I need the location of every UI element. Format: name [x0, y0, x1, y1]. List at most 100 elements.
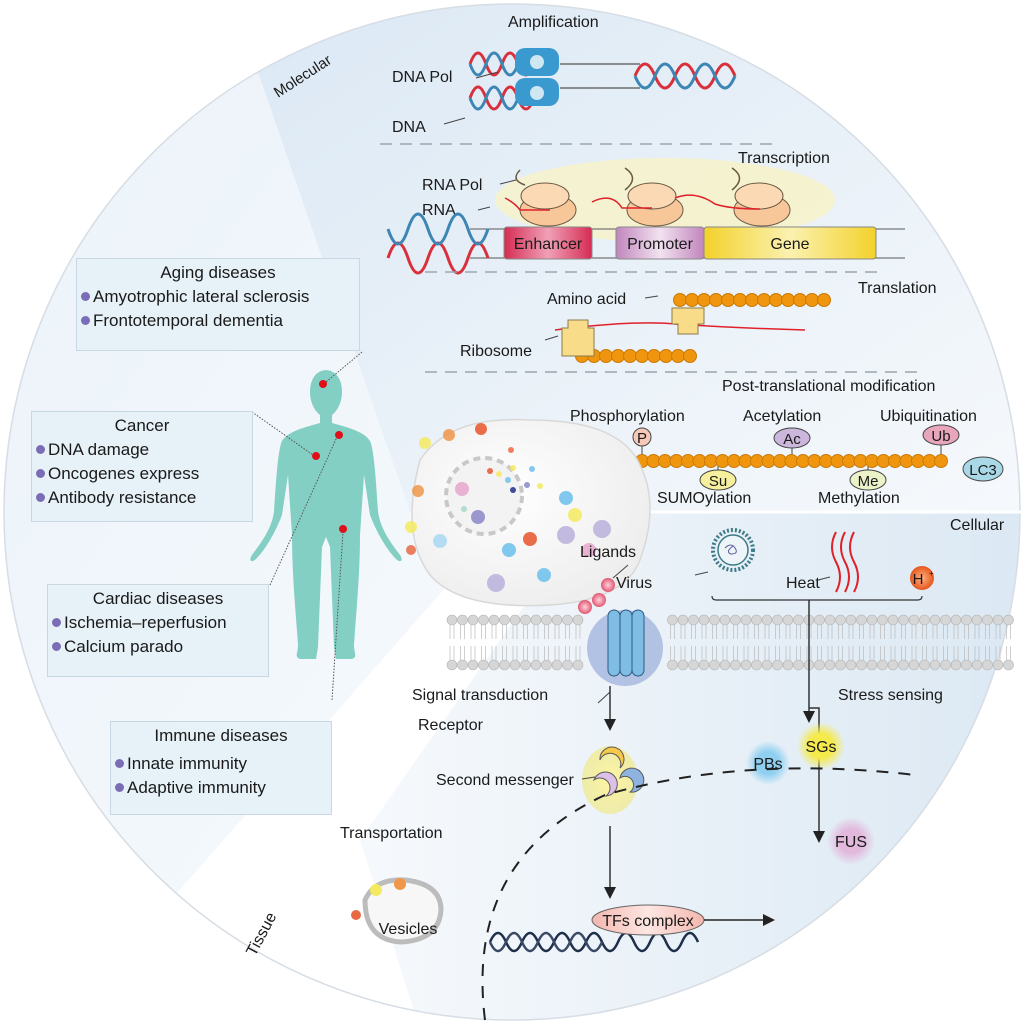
amino-acid-label: Amino acid: [547, 291, 626, 308]
cell-particle: [433, 534, 447, 548]
sumoylation-label: SUMOylation: [657, 490, 751, 507]
cancer-item: Antibody resistance: [32, 486, 252, 510]
sgs-granule: [797, 722, 845, 770]
amino-acid: [781, 293, 795, 307]
amino-acid: [683, 349, 697, 363]
rna-pol-label: RNA Pol: [422, 177, 482, 194]
gene-block: [703, 226, 877, 260]
ribosome-label: Ribosome: [460, 343, 532, 360]
amino-acid: [599, 349, 613, 363]
svg-text:+: +: [929, 569, 934, 578]
svg-text:TFs complex: TFs complex: [602, 913, 694, 930]
rna-polymerase-icon: [504, 169, 577, 227]
heat-label: Heat: [786, 575, 820, 592]
aging-item: Amyotrophic lateral sclerosis: [77, 285, 359, 309]
cell-particle: [524, 482, 530, 488]
protein-chain: [635, 454, 948, 468]
bullet-icon: [81, 292, 90, 301]
amino-acid: [671, 349, 685, 363]
amino-acid: [709, 293, 723, 307]
bullet-icon: [36, 469, 45, 478]
svg-text:P: P: [637, 430, 647, 447]
ribosome-icon: [561, 319, 595, 357]
cell-particle: [419, 437, 431, 449]
receptor-complex: [587, 609, 663, 686]
cell-particle: [461, 506, 467, 512]
amino-acid: [745, 293, 759, 307]
amino-acid: [697, 293, 711, 307]
cardiac-item: Ischemia–reperfusion: [48, 611, 268, 635]
cell-particle: [582, 543, 596, 557]
cell-particle: [505, 477, 511, 483]
svg-text:FUS: FUS: [835, 834, 867, 851]
amino-acid: [673, 293, 687, 307]
immune-title: Immune diseases: [154, 726, 288, 745]
dna-label: DNA: [392, 119, 426, 136]
cell-particle: [502, 543, 516, 557]
amino-acid: [623, 349, 637, 363]
amino-acid-chain: [673, 293, 831, 307]
cell-particle: [508, 447, 514, 453]
cardiac-item: Calcium parado: [48, 635, 268, 659]
virus-icon: [711, 528, 755, 572]
immune-item: Adaptive immunity: [111, 776, 331, 800]
amino-acid: [659, 349, 673, 363]
amino-acid: [793, 293, 807, 307]
amplification-title: Amplification: [508, 14, 599, 31]
phosphorylation-label: Phosphorylation: [570, 408, 685, 425]
rna-label: RNA: [422, 202, 456, 219]
heat-icon: [831, 531, 859, 593]
marker-head: [319, 380, 327, 388]
immune-diseases-box: Immune diseases Innate immunity Adaptive…: [110, 721, 332, 815]
amino-acid: [685, 293, 699, 307]
svg-text:Ac: Ac: [783, 431, 801, 448]
human-body-figure: [250, 351, 402, 701]
sumo-marker: [699, 469, 737, 491]
amplification-diagram: Amplification DNA Pol DNA: [392, 14, 737, 136]
amino-acid: [721, 293, 735, 307]
cell-particle: [593, 520, 611, 538]
cell-particle: [405, 521, 417, 533]
enhancer-label: Enhancer: [514, 236, 583, 253]
promoter-label: Promoter: [627, 236, 693, 253]
marker-leg: [339, 525, 347, 533]
dna-pol-label: DNA Pol: [392, 69, 452, 86]
transportation-label: Transportation: [340, 825, 443, 842]
bullet-icon: [52, 618, 61, 627]
amino-acid: [817, 293, 831, 307]
transcription-title: Transcription: [738, 150, 830, 167]
amino-acid: [733, 293, 747, 307]
cell-particle: [510, 487, 516, 493]
cancer-item: DNA damage: [32, 438, 252, 462]
cell-particle: [529, 466, 535, 472]
cell-particle: [455, 482, 469, 496]
cell-particle: [557, 526, 575, 544]
bullet-icon: [36, 445, 45, 454]
methylation-label: Methylation: [818, 490, 900, 507]
cancer-box: Cancer DNA damage Oncogenes express Anti…: [31, 411, 253, 522]
cell-particle: [537, 568, 551, 582]
svg-text:Me: Me: [858, 473, 879, 490]
amino-acid: [769, 293, 783, 307]
amino-acid: [805, 293, 819, 307]
cardiac-diseases-box: Cardiac diseases Ischemia–reperfusion Ca…: [47, 584, 269, 677]
phospho-marker: [632, 427, 652, 447]
virus-label: Virus: [616, 575, 652, 592]
bullet-icon: [52, 642, 61, 651]
svg-text:Su: Su: [709, 473, 727, 490]
gene-label: Gene: [770, 236, 809, 253]
transcription-diagram: Transcription RNA Pol RNA Enhancer Promo…: [386, 150, 905, 275]
ubiquitination-label: Ubiquitination: [880, 408, 977, 425]
receptor-label: Receptor: [418, 717, 484, 734]
ptm-title: Post-translational modification: [722, 378, 935, 395]
immune-item: Innate immunity: [111, 752, 331, 776]
second-messenger-icon: [582, 746, 645, 814]
cancer-title: Cancer: [114, 416, 170, 435]
amino-acid: [647, 349, 661, 363]
cell-particle: [510, 465, 516, 471]
cell-particle: [559, 491, 573, 505]
cell-particle: [412, 485, 424, 497]
ptm-diagram: Post-translational modification Phosphor…: [570, 378, 1004, 507]
vesicle-icon: [351, 877, 444, 945]
ubiquitin-marker: [922, 424, 960, 446]
